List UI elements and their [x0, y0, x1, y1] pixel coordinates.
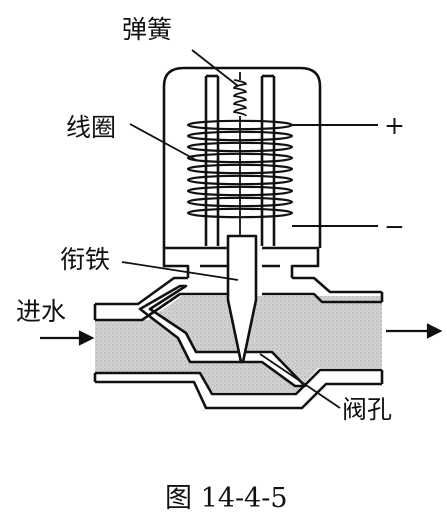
- valve-seat: [138, 284, 307, 388]
- label-coil: 线圈: [66, 113, 116, 142]
- label-spring: 弹簧: [122, 15, 172, 44]
- armature: [226, 234, 258, 364]
- label-plus: +: [384, 111, 405, 140]
- leader-lines: [121, 49, 341, 409]
- coil-windings: [186, 119, 294, 219]
- inlet-arrow: [40, 330, 95, 346]
- label-armature: 衔铁: [60, 245, 110, 274]
- label-water-in: 进水: [16, 297, 66, 326]
- label-valve-hole: 阀孔: [342, 395, 392, 424]
- housing-neck: [162, 246, 320, 278]
- outlet-arrow: [386, 323, 443, 339]
- figure-caption: 图 14-4-5: [165, 483, 288, 514]
- label-minus: −: [384, 212, 405, 241]
- coil-leads: [292, 124, 378, 227]
- pipe-body: [93, 276, 384, 410]
